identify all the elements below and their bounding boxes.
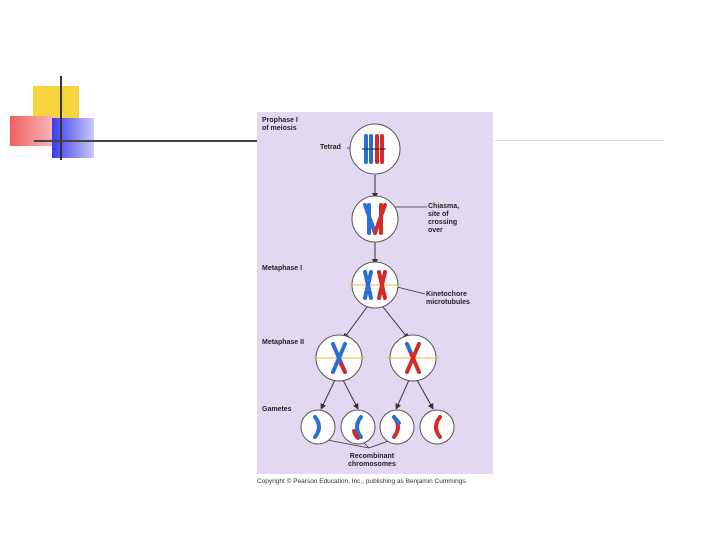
arrow	[382, 306, 409, 340]
arrow	[416, 379, 434, 410]
recombinant-label: Recombinant chromosomes	[348, 453, 396, 468]
vertical-rule	[60, 76, 62, 160]
arrow	[395, 379, 410, 410]
metaphase-ii-label: Metaphase II	[262, 339, 305, 346]
arrow	[342, 379, 359, 410]
tetrad-label: Tetrad	[320, 144, 341, 151]
metaphase-i-label: Metaphase I	[262, 265, 303, 272]
prophase-label: Prophase I of meiosis	[262, 117, 298, 132]
arrow	[343, 306, 368, 340]
horizontal-rule-right	[494, 140, 664, 141]
metaphase-i-cell	[349, 261, 401, 309]
gamete-cell-3	[379, 409, 415, 445]
meiosis-diagram	[300, 123, 455, 449]
arrow	[320, 379, 336, 410]
gamete-cell-4	[419, 409, 455, 445]
blue-square-decoration	[52, 118, 94, 158]
tetrad-cell	[349, 123, 401, 175]
chiasma-cell	[351, 195, 399, 243]
gametes-label: Gametes	[262, 406, 292, 413]
gamete-cell-2	[340, 409, 376, 445]
copyright-text: Copyright © Pearson Education, Inc., pub…	[257, 478, 468, 485]
metaphase-ii-right-cell	[387, 334, 439, 382]
kinetochore-label: Kinetochore microtubules	[426, 291, 470, 306]
chiasma-label: Chiasma, site of crossing over	[428, 203, 460, 234]
gamete-cell-1	[300, 409, 336, 445]
metaphase-ii-left-cell	[313, 334, 365, 382]
horizontal-rule	[34, 140, 264, 142]
